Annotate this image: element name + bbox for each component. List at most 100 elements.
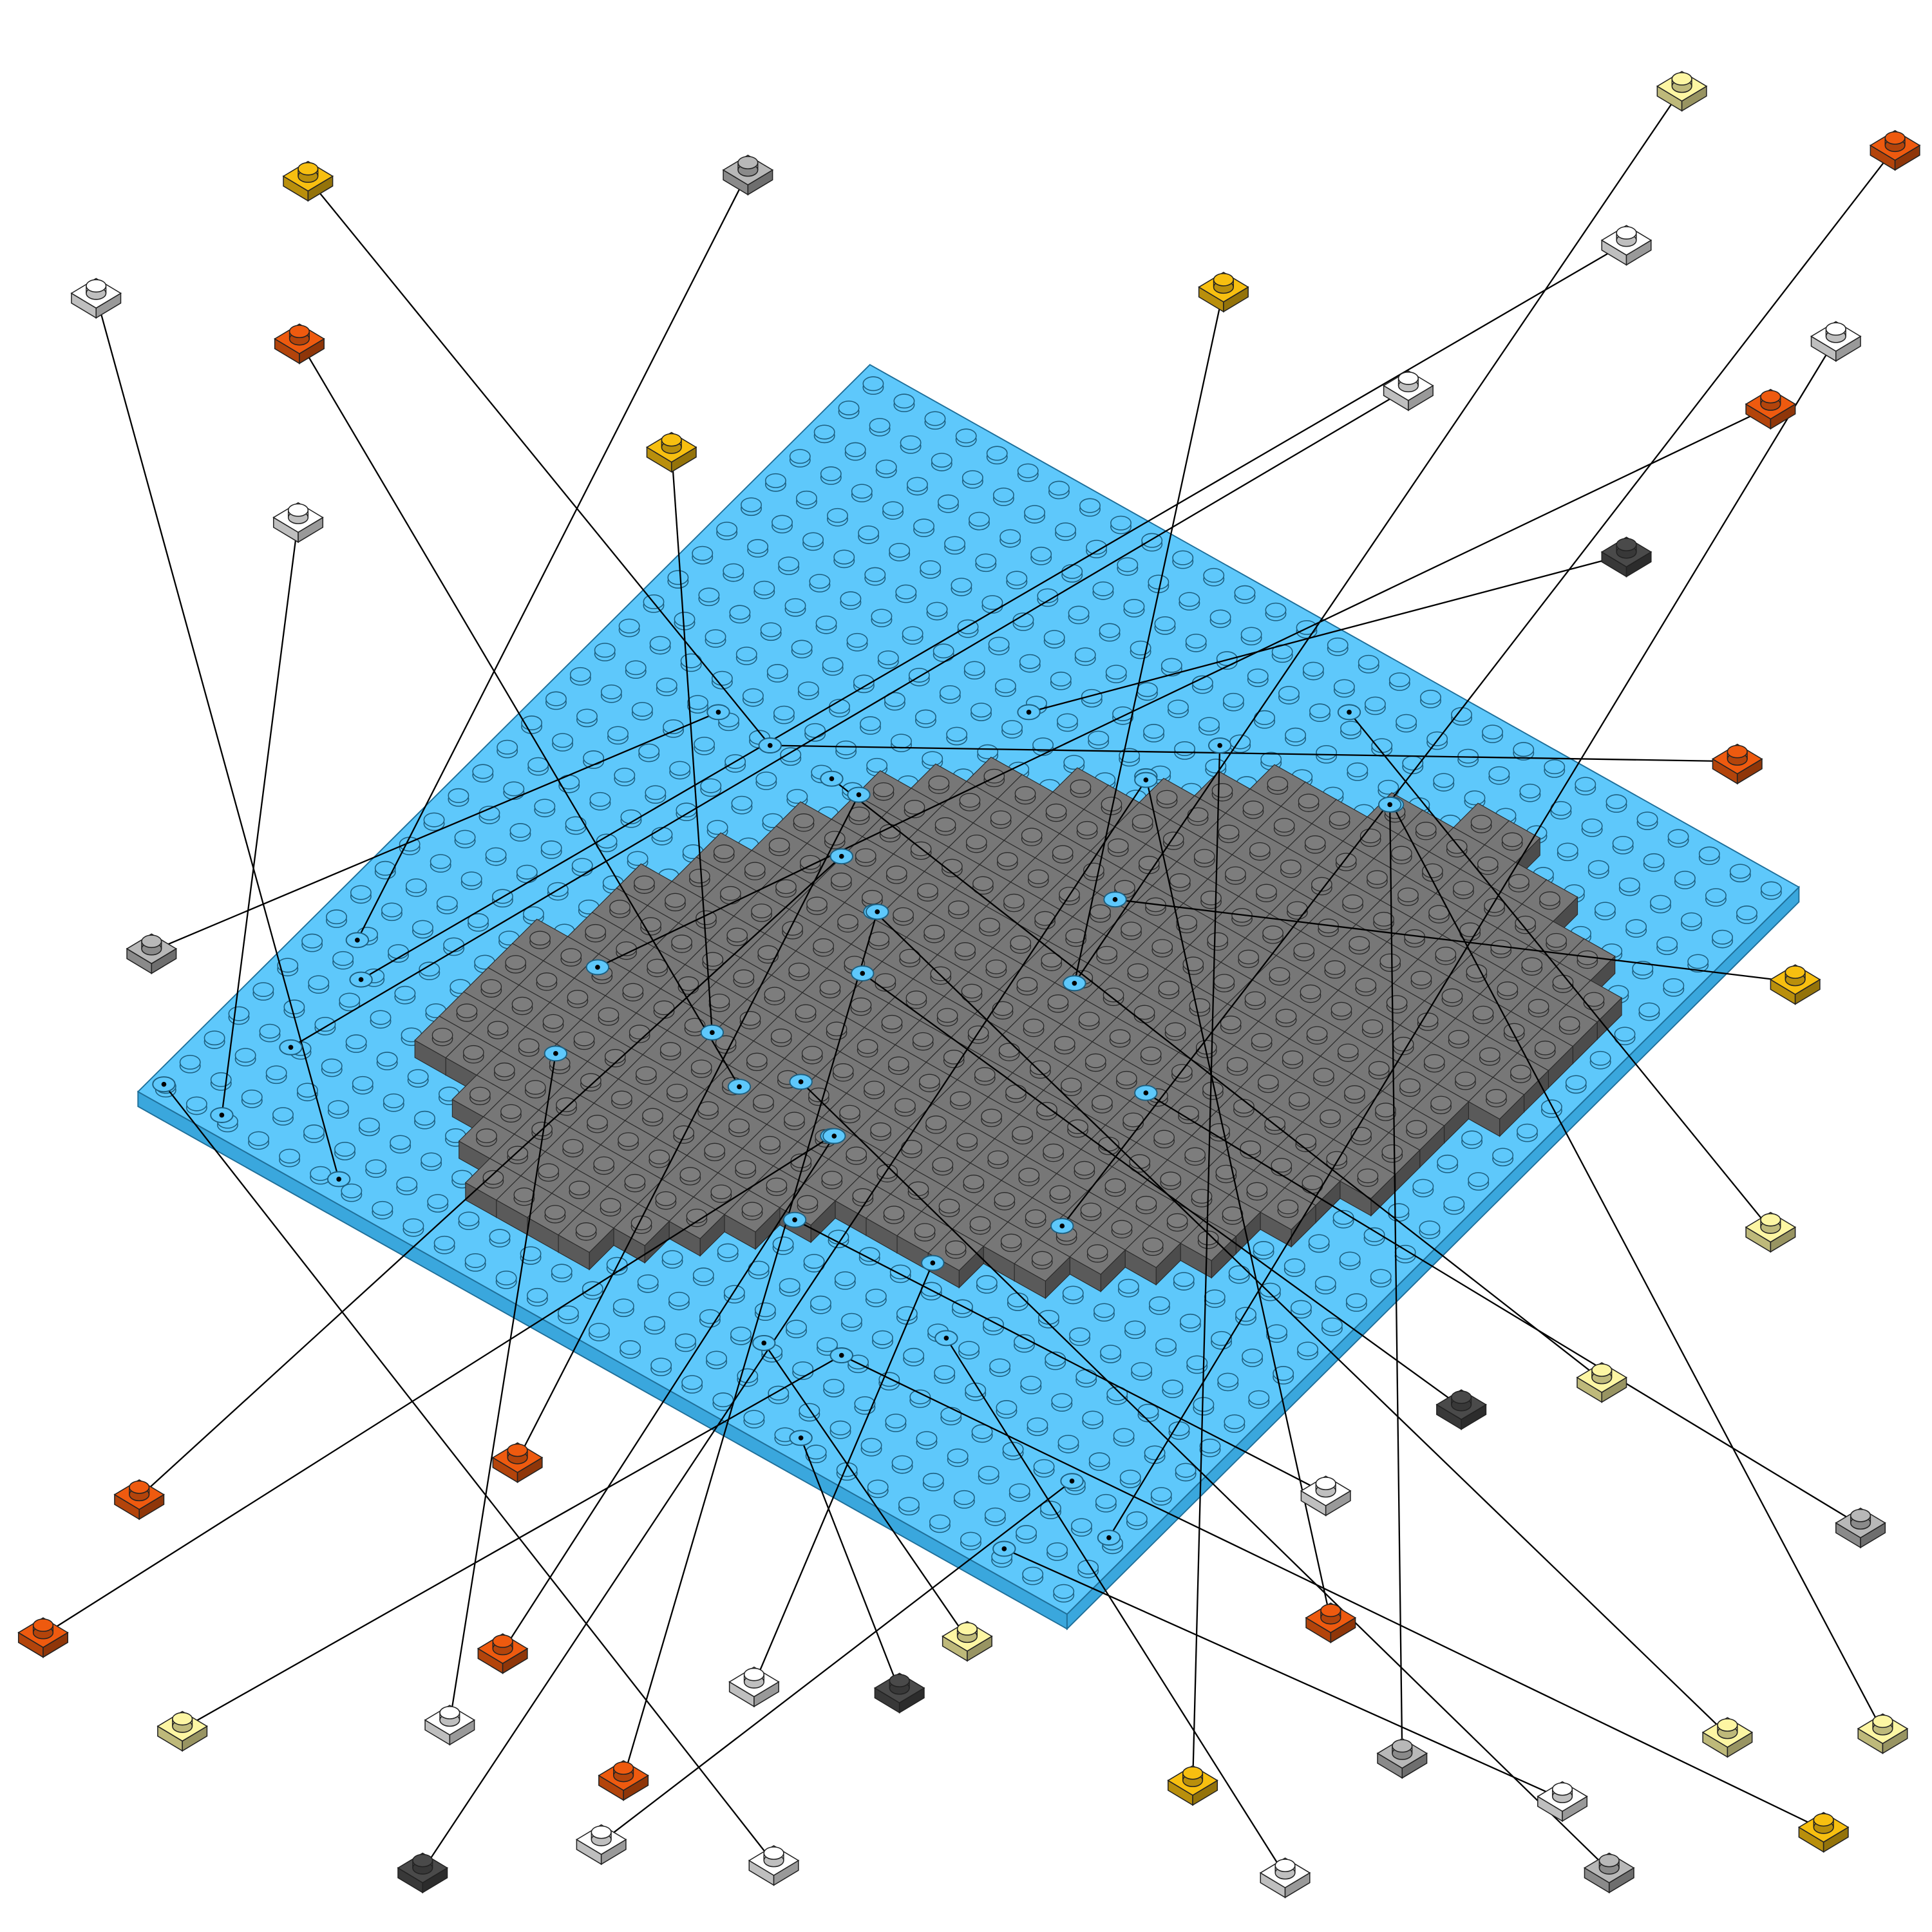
gray-brick-stud-top — [979, 918, 1000, 933]
baseplate-stud-top — [939, 685, 961, 700]
baseplate-stud-top — [1347, 762, 1368, 777]
piece-stud-top — [661, 433, 682, 447]
baseplate-stud-top — [835, 740, 857, 755]
baseplate-stud-top — [822, 657, 844, 672]
baseplate-stud-top — [352, 1075, 374, 1091]
baseplate-stud-top — [582, 1281, 603, 1296]
gray-brick-stud-top — [1246, 1182, 1268, 1197]
baseplate-stud-top — [1229, 734, 1251, 750]
gray-brick-stud-top — [1335, 853, 1357, 868]
baseplate-stud-top — [1544, 759, 1566, 775]
baseplate-stud-top — [778, 556, 800, 572]
gray-brick-stud-top — [1240, 1141, 1262, 1155]
baseplate-stud-top — [1105, 665, 1127, 680]
gray-brick-stud-top — [1273, 818, 1295, 833]
baseplate-stud-top — [1117, 1278, 1139, 1294]
baseplate-stud-top — [705, 629, 726, 645]
gray-brick-stud-top — [1178, 1105, 1199, 1121]
placement-target-dot — [1026, 710, 1032, 715]
gray-brick-stud-top — [556, 1097, 577, 1112]
baseplate-stud-top — [569, 667, 591, 682]
placement-target-dot — [1143, 777, 1149, 782]
placement-line — [151, 711, 719, 952]
gray-brick-stud-top — [1034, 911, 1056, 926]
baseplate-stud-top — [301, 933, 323, 949]
placement-line — [182, 1354, 842, 1730]
baseplate-stud-top — [792, 1361, 814, 1376]
baseplate-stud-top — [210, 1072, 232, 1087]
baseplate-stud-top — [1110, 515, 1132, 531]
baseplate-stud-top — [1046, 1542, 1068, 1557]
placement-line — [670, 450, 714, 1033]
gray-brick-stud-top — [741, 1202, 763, 1217]
orange-plate-piece — [598, 1760, 649, 1801]
placement-target-dot — [1387, 802, 1392, 808]
baseplate-stud-top — [1162, 1379, 1184, 1395]
baseplate-stud-top — [394, 985, 416, 1001]
piece-stud-top — [287, 503, 309, 517]
gray-brick-stud-top — [943, 1050, 965, 1065]
gray-brick-stud-top — [1003, 893, 1025, 909]
baseplate-stud-top — [963, 661, 985, 676]
gray-brick-stud-top — [1140, 1046, 1162, 1061]
baseplate-stud-top — [1378, 779, 1399, 795]
baseplate-stud-top — [1388, 672, 1410, 688]
baseplate-stud-top — [820, 466, 842, 482]
baseplate-stud-top — [296, 1083, 318, 1098]
baseplate-stud-top — [903, 1347, 925, 1363]
baseplate-stud-top — [651, 826, 673, 842]
baseplate-stud-top — [1314, 1276, 1336, 1291]
gray-brick-stud-top — [1503, 1023, 1525, 1038]
baseplate-stud-top — [1224, 1414, 1245, 1430]
piece-stud-top — [1616, 226, 1637, 240]
baseplate-stud-top — [1126, 1511, 1148, 1526]
baseplate-stud-top — [588, 1323, 610, 1338]
baseplate-stud-top — [516, 864, 538, 880]
gray-brick-stud-top — [1397, 887, 1419, 902]
piece-stud-top — [613, 1761, 634, 1775]
baseplate-stud-top — [699, 1309, 721, 1324]
baseplate-stud-top — [916, 1431, 938, 1446]
gray-brick-stud-top — [1271, 1157, 1293, 1173]
baseplate-stud-top — [427, 1194, 449, 1209]
placement-target-dot — [1069, 1478, 1075, 1484]
baseplate-stud-top — [1148, 574, 1170, 590]
gray-brick-stud-top — [887, 1056, 909, 1072]
gray-brick-stud-top — [456, 1003, 478, 1019]
baseplate-stud-top — [926, 601, 948, 617]
gray-brick-stud-top — [1486, 1089, 1507, 1104]
baseplate-stud-top — [374, 860, 396, 876]
placement-line — [163, 1083, 775, 1864]
gray-brick-stud-top — [1207, 932, 1229, 947]
baseplate-stud-top — [1074, 647, 1096, 663]
gray-brick-stud-top — [974, 1066, 996, 1082]
baseplate-stud-top — [618, 618, 640, 634]
yellow-plate-piece — [282, 160, 334, 202]
baseplate-stud-top — [1587, 860, 1609, 875]
baseplate-stud-top — [1057, 713, 1078, 728]
baseplate-stud-top — [764, 473, 786, 488]
placement-target-dot — [767, 743, 773, 748]
piece-stud-top — [1451, 1390, 1472, 1404]
baseplate-stud-top — [1358, 654, 1379, 670]
gray-brick-stud-top — [1349, 936, 1370, 951]
placement-target-dot — [1112, 896, 1118, 902]
baseplate-stud-top — [1321, 1317, 1343, 1332]
baseplate-stud-top — [1253, 1241, 1274, 1256]
gray-brick-stud-top — [770, 1028, 792, 1043]
gray-brick-stud-top — [1441, 988, 1463, 1003]
baseplate-stud-top — [414, 1110, 435, 1126]
placement-line — [841, 1354, 1824, 1831]
gray-brick-stud-top — [1280, 859, 1302, 875]
baseplate-stud-top — [1136, 682, 1158, 697]
gray-brick-stud-top — [832, 1063, 854, 1078]
gray-brick-stud-top — [963, 1175, 985, 1189]
placement-target-dot — [715, 710, 721, 715]
baseplate-stud-top — [1055, 522, 1077, 538]
orange-plate-piece — [17, 1617, 69, 1658]
baseplate-stud-top — [509, 823, 531, 838]
gray-brick-stud-top — [1156, 790, 1178, 805]
placement-target-dot — [930, 1260, 936, 1265]
baseplate-stud-top — [753, 580, 775, 596]
piece-stud-top — [1760, 1213, 1781, 1227]
